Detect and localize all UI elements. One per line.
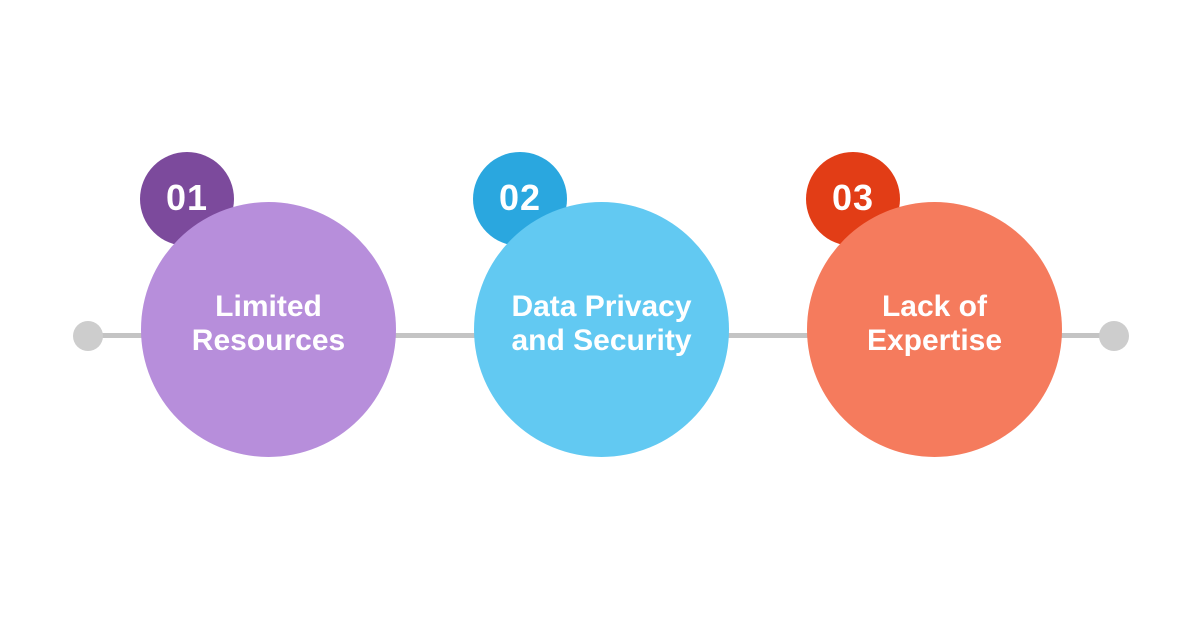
step-2-circle: Data Privacy and Security (474, 202, 729, 457)
timeline-endpoint-left-dot (73, 321, 103, 351)
step-3-circle: Lack of Expertise (807, 202, 1062, 457)
step-1: 01 Limited Resources (140, 152, 396, 457)
step-2: 02 Data Privacy and Security (473, 152, 729, 457)
step-3: 03 Lack of Expertise (806, 152, 1062, 457)
step-1-circle: Limited Resources (141, 202, 396, 457)
step-2-number: 02 (498, 177, 542, 218)
step-3-number: 03 (831, 177, 875, 218)
step-3-label: Lack of Expertise (866, 289, 1003, 357)
step-3-number-badge: 03 (806, 152, 900, 246)
timeline-endpoint-right-dot (1099, 321, 1129, 351)
step-1-number: 01 (165, 177, 209, 218)
step-1-label: Limited Resources (191, 289, 346, 357)
step-2-label: Data Privacy and Security (511, 289, 692, 357)
